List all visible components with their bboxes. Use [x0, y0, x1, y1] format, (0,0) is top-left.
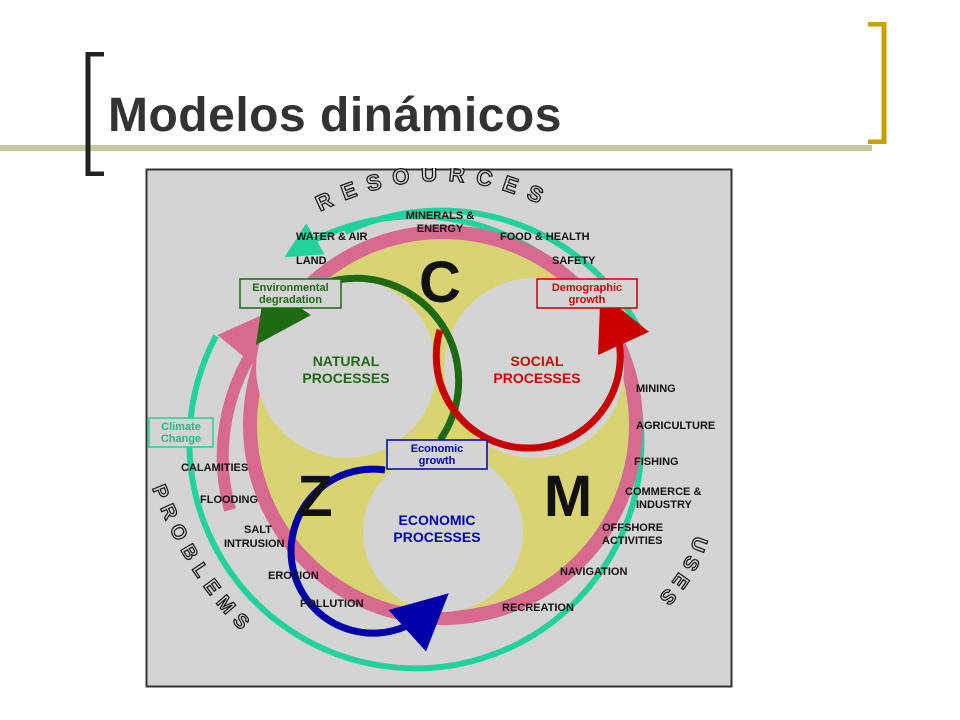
teal-ring — [186, 213, 645, 672]
social-processes-line1: SOCIAL — [511, 353, 564, 369]
demographic-growth-box: Demographic growth — [536, 278, 638, 309]
use-fishing: FISHING — [634, 456, 679, 468]
svg-text:growth: growth — [569, 294, 606, 306]
resource-land: LAND — [296, 255, 327, 267]
use-commerce: COMMERCE & — [625, 486, 701, 498]
czm-diagram: RESOURCES USES PROBLEMS MINERALS & ENERG… — [145, 168, 733, 688]
economic-processes-line1: ECONOMIC — [399, 512, 476, 528]
use-industry: INDUSTRY — [636, 499, 692, 511]
svg-text:Change: Change — [161, 433, 201, 445]
problem-flooding: FLOODING — [200, 494, 258, 506]
svg-text:Economic: Economic — [411, 443, 464, 455]
natural-processes-line2: PROCESSES — [302, 370, 389, 386]
problem-erosion: EROSION — [268, 570, 319, 582]
economic-circle-fill — [363, 452, 523, 612]
accent-rule — [0, 145, 872, 151]
natural-processes-line1: NATURAL — [313, 353, 380, 369]
use-navigation: NAVIGATION — [560, 566, 627, 578]
svg-text:growth: growth — [419, 455, 456, 467]
slide-title: Modelos dinámicos — [108, 89, 562, 142]
economic-processes-line2: PROCESSES — [393, 529, 480, 545]
svg-text:Environmental: Environmental — [252, 282, 328, 294]
economic-arrow — [287, 465, 449, 652]
svg-text:Climate: Climate — [161, 421, 201, 433]
use-activities: ACTIVITIES — [602, 535, 663, 547]
economic-growth-box: Economic growth — [386, 439, 488, 470]
resource-safety: SAFETY — [552, 255, 596, 267]
resource-water-air: WATER & AIR — [296, 231, 368, 243]
letter-z: Z — [297, 464, 332, 529]
climate-change-box: Climate Change — [148, 417, 214, 448]
left-bracket — [85, 52, 104, 176]
resource-food-health: FOOD & HEALTH — [500, 231, 590, 243]
resource-minerals: MINERALS & — [406, 210, 475, 222]
svg-text:Demographic: Demographic — [552, 282, 622, 294]
svg-text:degradation: degradation — [259, 294, 322, 306]
use-agriculture: AGRICULTURE — [636, 420, 715, 432]
social-circle-fill — [444, 278, 624, 458]
use-offshore: OFFSHORE — [602, 522, 663, 534]
right-bracket — [868, 22, 887, 144]
problem-calamities: CALAMITIES — [181, 462, 248, 474]
problem-salt: SALT — [244, 524, 272, 536]
social-processes-line2: PROCESSES — [493, 370, 580, 386]
social-arrow — [432, 292, 650, 452]
use-mining: MINING — [636, 383, 676, 395]
use-recreation: RECREATION — [502, 602, 574, 614]
problem-pollution: POLLUTION — [300, 598, 364, 610]
resource-energy: ENERGY — [417, 223, 464, 235]
pink-ring-arrow — [216, 302, 291, 512]
letter-m: M — [544, 464, 592, 529]
environmental-degradation-box: Environmental degradation — [239, 278, 342, 309]
letter-c: C — [419, 250, 461, 315]
problem-intrusion: INTRUSION — [224, 538, 285, 550]
